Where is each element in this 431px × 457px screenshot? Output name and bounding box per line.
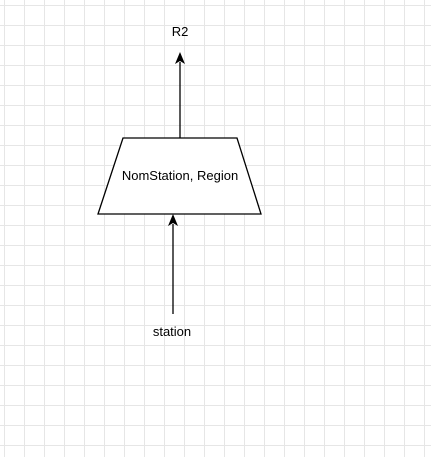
projection-node[interactable] xyxy=(97,137,262,215)
projection-attributes-label[interactable]: NomStation, Region xyxy=(121,168,239,183)
output-relation-label[interactable]: R2 xyxy=(171,24,189,39)
output-arrowhead xyxy=(175,52,185,64)
input-arrowhead xyxy=(168,214,178,226)
input-relation-label[interactable]: station xyxy=(152,324,192,339)
